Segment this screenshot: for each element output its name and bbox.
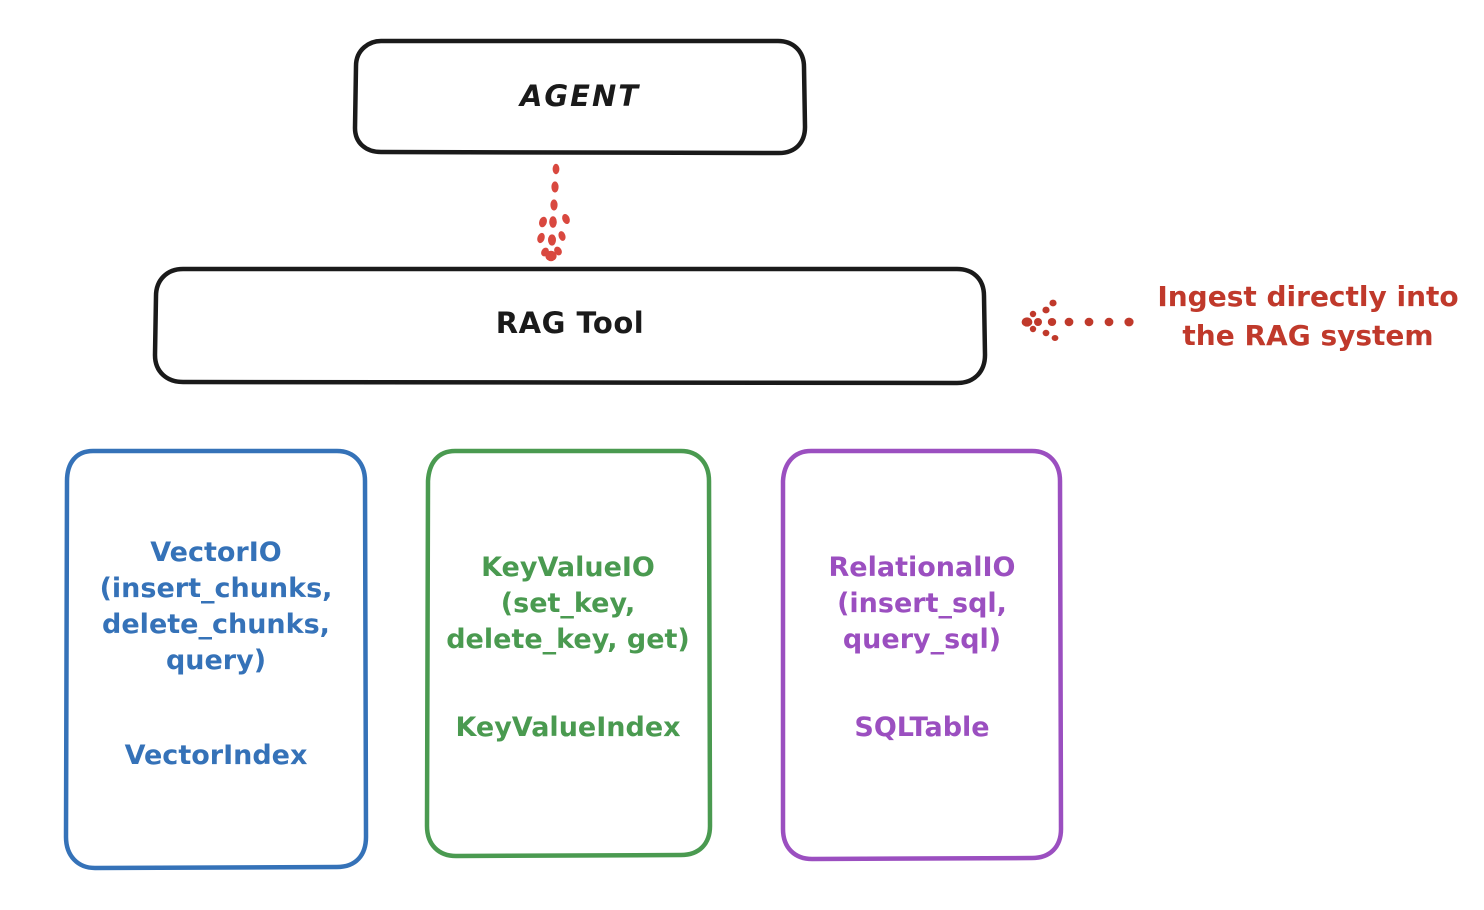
rag-tool-box-outline xyxy=(152,266,988,386)
key-value-io-box-outline xyxy=(424,448,713,859)
relational-io-box-outline xyxy=(780,448,1064,862)
ingest-annotation-arrow xyxy=(1021,299,1134,341)
vector-io-box-outline xyxy=(63,448,369,871)
relational-io-node[interactable] xyxy=(780,448,1064,862)
agent-node[interactable] xyxy=(352,38,808,156)
vector-io-node[interactable] xyxy=(63,448,369,871)
agent-to-ragtool-arrow xyxy=(537,163,570,262)
key-value-io-node[interactable] xyxy=(424,448,713,859)
agent-box-outline xyxy=(352,38,808,156)
rag-tool-node[interactable] xyxy=(152,266,988,386)
